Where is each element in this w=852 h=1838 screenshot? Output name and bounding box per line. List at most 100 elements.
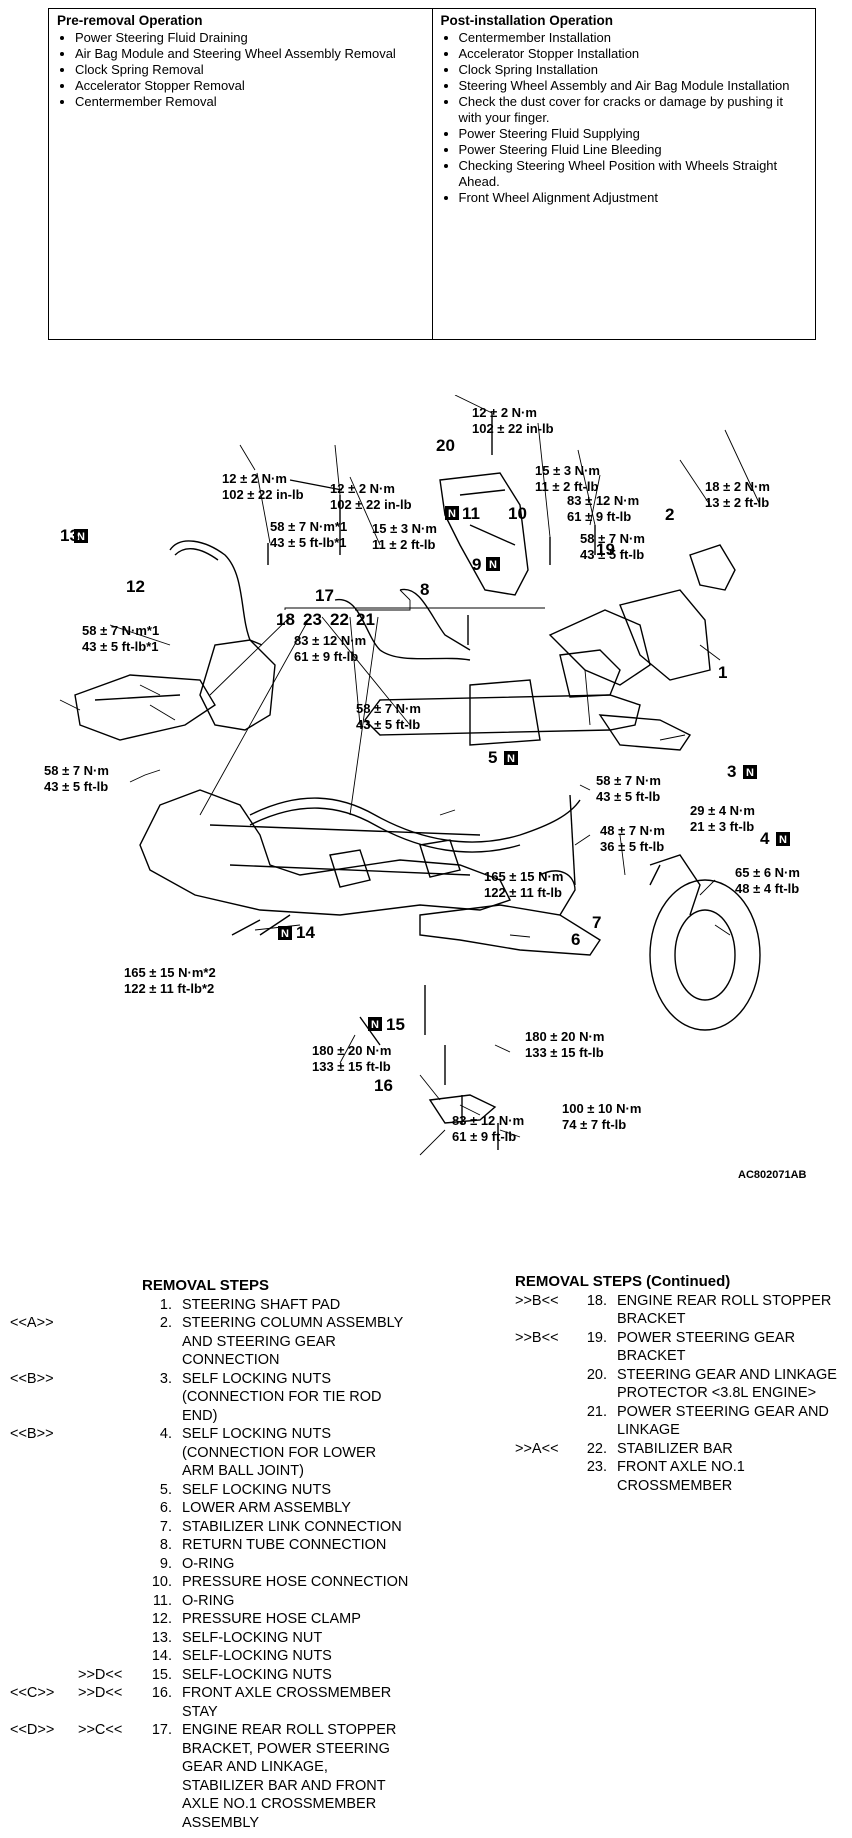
step-number: 1. [159,1296,172,1313]
callout-7: 7 [592,913,601,932]
callout-numbers: 20 2 12 13 8 11 10 9 19 1 17 18 23 22 21… [60,436,807,1181]
torque-label: 43 ± 5 ft-lb*1 [82,639,159,654]
operation-item: Centermember Installation [459,30,808,46]
callout-9: 9 [472,555,481,574]
step-procedure-mark: <<A>> [10,1315,54,1331]
step-number: 2. [159,1315,172,1331]
new-part-letters: N N N N N N N N [77,508,787,1031]
step-text: SELF-LOCKING NUTS [182,1666,332,1683]
operation-item: Clock Spring Removal [75,62,424,78]
torque-label: 58 ± 7 N·m*1 [82,623,159,638]
operation-item: Checking Steering Wheel Position with Wh… [459,158,808,190]
step-procedure-mark: <<B>> [10,1426,54,1442]
step-procedure-mark: <<C>> [10,1685,55,1701]
torque-label: 83 ± 12 N·m [294,633,366,648]
removal-step-row: 14.SELF-LOCKING NUTS [10,1647,410,1666]
torque-label: 165 ± 15 N·m [484,869,563,884]
step-procedure-mark [78,1610,142,1629]
step-procedure-mark [78,1573,142,1592]
callout-20: 20 [436,436,455,455]
callout-23: 23 [303,610,322,629]
step-procedure-mark: >>B<< [515,1329,559,1346]
removal-steps-title: REMOVAL STEPS [142,1277,269,1294]
removal-step-row: 6.LOWER ARM ASSEMBLY [10,1499,410,1518]
removal-step-row: <<B>>3.SELF LOCKING NUTS (CONNECTION FOR… [10,1370,410,1426]
torque-label: 43 ± 5 ft-lb [356,717,420,732]
step-procedure-mark [10,1647,78,1666]
torque-label: 61 ± 9 ft-lb [567,509,631,524]
step-number: 9. [159,1555,172,1572]
step-number: 13. [151,1629,172,1646]
removal-step-row: <<C>>>>D<<16.FRONT AXLE CROSSMEMBER STAY [10,1684,410,1721]
new-mark-letter: N [489,559,497,571]
operation-item: Steering Wheel Assembly and Air Bag Modu… [459,78,808,94]
removal-steps: REMOVAL STEPS 1.STEERING SHAFT PAD<<A>> 2… [10,1277,410,1832]
callout-6: 6 [571,930,580,949]
step-text: STEERING GEAR AND LINKAGE PROTECTOR <3.8… [617,1366,837,1402]
removal-step-row: 9. O-RING [10,1555,410,1574]
operation-item: Centermember Removal [75,94,424,110]
diagram-line-art [74,413,761,1150]
torque-label: 36 ± 5 ft-lb [600,839,664,854]
new-mark-box [486,557,500,571]
step-procedure-mark [10,1536,78,1555]
operation-item: Power Steering Fluid Supplying [459,126,808,142]
removal-step-row: >>D<<15.SELF-LOCKING NUTS [10,1666,410,1685]
step-text: O-RING [182,1555,235,1572]
step-number: 3. [159,1370,172,1387]
removal-steps-continued-list: >>B<< 18. ENGINE REAR ROLL STOPPER BRACKET… [515,1292,850,1496]
torque-label: 43 ± 5 ft-lb*1 [270,535,347,550]
torque-label: 11 ± 2 ft-lb [535,479,599,494]
step-text: STABILIZER BAR [617,1440,733,1457]
step-procedure-mark [10,1629,78,1648]
callout-1: 1 [718,663,727,682]
step-number: 21. [586,1403,607,1420]
step-text: SELF LOCKING NUTS (CONNECTION FOR TIE RO… [182,1370,382,1424]
operation-item: Front Wheel Alignment Adjustment [459,190,808,206]
step-number: 14. [151,1648,172,1664]
callout-11: 11 [462,504,480,523]
step-procedure-mark [10,1518,78,1537]
step-procedure-mark [515,1403,575,1440]
step-procedure-mark [10,1499,78,1518]
step-procedure-mark [78,1499,142,1518]
step-text: PRESSURE HOSE CLAMP [182,1611,361,1627]
torque-label: 12 ± 2 N·m [472,405,537,420]
step-number: 18. [586,1292,607,1309]
step-text: POWER STEERING GEAR BRACKET [617,1329,796,1365]
torque-label: 13 ± 2 ft-lb [705,495,769,510]
removal-step-row: 23.FRONT AXLE NO.1 CROSSMEMBER [515,1458,850,1495]
torque-label: 122 ± 11 ft-lb*2 [124,981,214,996]
step-number: 23. [586,1459,607,1475]
torque-label: 43 ± 5 ft-lb [596,789,660,804]
step-text: SELF-LOCKING NUT [182,1629,323,1646]
callout-12: 12 [126,577,145,596]
removal-steps-continued-title: REMOVAL STEPS (Continued) [515,1273,731,1290]
removal-step-row: 1.STEERING SHAFT PAD [10,1296,410,1315]
removal-step-row: 5.SELF LOCKING NUTS [10,1481,410,1500]
step-number: 11. [152,1592,172,1609]
step-procedure-mark [78,1647,142,1666]
callout-17: 17 [315,586,334,605]
post-installation-column: Post-installation Operation Centermember… [431,9,816,339]
step-procedure-mark: <<D>> [10,1722,55,1738]
step-procedure-mark [10,1573,78,1592]
step-text: SELF LOCKING NUTS (CONNECTION FOR LOWER … [182,1426,377,1479]
step-text: POWER STEERING GEAR AND LINKAGE [617,1403,829,1439]
torque-label: 102 ± 22 in-lb [472,421,554,436]
new-mark-letter: N [507,753,515,765]
step-procedure-mark [515,1458,575,1495]
step-text: ENGINE REAR ROLL STOPPER BRACKET [617,1292,832,1328]
step-procedure-mark: >>B<< [515,1292,559,1309]
operation-item: Accelerator Stopper Removal [75,78,424,94]
new-mark-box [368,1017,382,1031]
step-number: 10. [151,1574,172,1590]
step-number: 8. [159,1537,172,1553]
callout-22: 22 [330,610,349,629]
torque-label: 15 ± 3 N·m [535,463,600,478]
removal-step-row: 10.PRESSURE HOSE CONNECTION [10,1573,410,1592]
torque-label: 165 ± 15 N·m*2 [124,965,216,980]
step-number: 17. [151,1722,172,1738]
removal-steps-continued: REMOVAL STEPS (Continued) >>B<< 18. ENGINE… [515,1273,850,1495]
torque-label: 58 ± 7 N·m [580,531,645,546]
